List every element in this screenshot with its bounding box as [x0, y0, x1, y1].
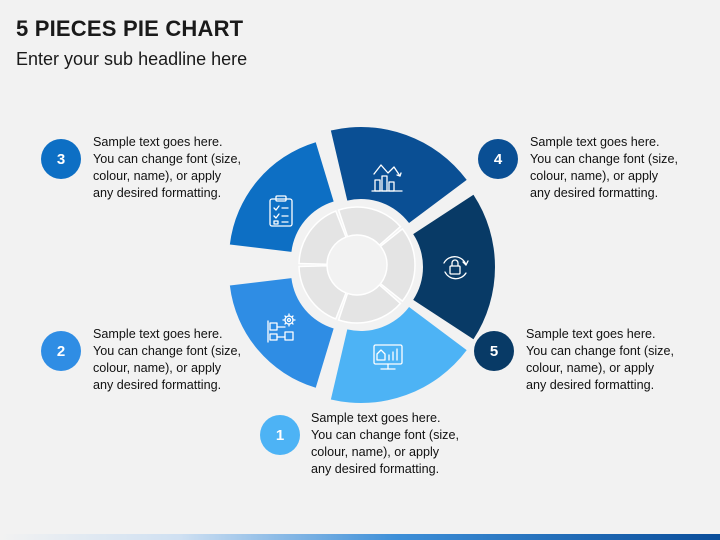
footer-gradient-bar [0, 534, 720, 540]
badge-2: 2 [41, 331, 81, 371]
badge-4-number: 4 [493, 150, 503, 168]
badge-4: 4 [478, 139, 518, 179]
item-2-line: colour, name), or apply [93, 361, 222, 375]
inner-ring-piece-5 [379, 227, 416, 303]
center-hole [330, 238, 384, 292]
inner-ring-piece-3 [298, 210, 347, 265]
inner-ring-piece-4 [337, 206, 402, 247]
page-title: 5 PIECES PIE CHART [16, 16, 244, 41]
item-2-line: Sample text goes here. [93, 327, 223, 341]
pie-segment-2 [229, 278, 334, 388]
item-3-line: any desired formatting. [93, 186, 222, 200]
bar-chart-trend-icon [371, 164, 403, 192]
item-2-line: any desired formatting. [93, 378, 222, 392]
badge-3-number: 3 [56, 150, 66, 168]
item-4-line: Sample text goes here. [530, 135, 660, 149]
item-4-line: You can change font (size, [530, 152, 678, 166]
item-1-line: any desired formatting. [311, 462, 440, 476]
item-3-line: colour, name), or apply [93, 169, 222, 183]
page-subtitle: Enter your sub headline here [16, 49, 248, 69]
item-3-line: Sample text goes here. [93, 135, 223, 149]
badge-1-number: 1 [275, 426, 285, 444]
item-3-line: You can change font (size, [93, 152, 241, 166]
pie-segment-5 [413, 194, 495, 340]
badge-5: 5 [474, 331, 514, 371]
item-1-line: You can change font (size, [311, 428, 459, 442]
item-4-line: colour, name), or apply [530, 169, 659, 183]
item-5-text: Sample text goes here. You can change fo… [526, 326, 674, 394]
item-5-line: colour, name), or apply [526, 361, 655, 375]
pie-segment-1 [330, 306, 467, 403]
item-1-line: colour, name), or apply [311, 445, 440, 459]
item-4-line: any desired formatting. [530, 186, 659, 200]
dashboard-monitor-icon [373, 344, 403, 370]
badge-3: 3 [41, 139, 81, 179]
item-5-line: any desired formatting. [526, 378, 655, 392]
item-2-text: Sample text goes here. You can change fo… [93, 326, 241, 394]
clipboard-checklist-icon [269, 195, 293, 227]
badge-2-number: 2 [56, 342, 66, 360]
item-4-text: Sample text goes here. You can change fo… [530, 134, 678, 202]
item-5-line: You can change font (size, [526, 344, 674, 358]
badge-5-number: 5 [489, 342, 499, 360]
inner-ring-piece-2 [298, 265, 347, 320]
item-1-text: Sample text goes here. You can change fo… [311, 410, 459, 478]
inner-ring-piece-1 [337, 283, 402, 324]
pie-segment-3 [229, 142, 334, 252]
item-2-line: You can change font (size, [93, 344, 241, 358]
item-1-line: Sample text goes here. [311, 411, 441, 425]
badge-1: 1 [260, 415, 300, 455]
item-5-line: Sample text goes here. [526, 327, 656, 341]
lock-refresh-icon [443, 256, 469, 280]
process-gear-icon [267, 313, 296, 343]
item-3-text: Sample text goes here. You can change fo… [93, 134, 241, 202]
